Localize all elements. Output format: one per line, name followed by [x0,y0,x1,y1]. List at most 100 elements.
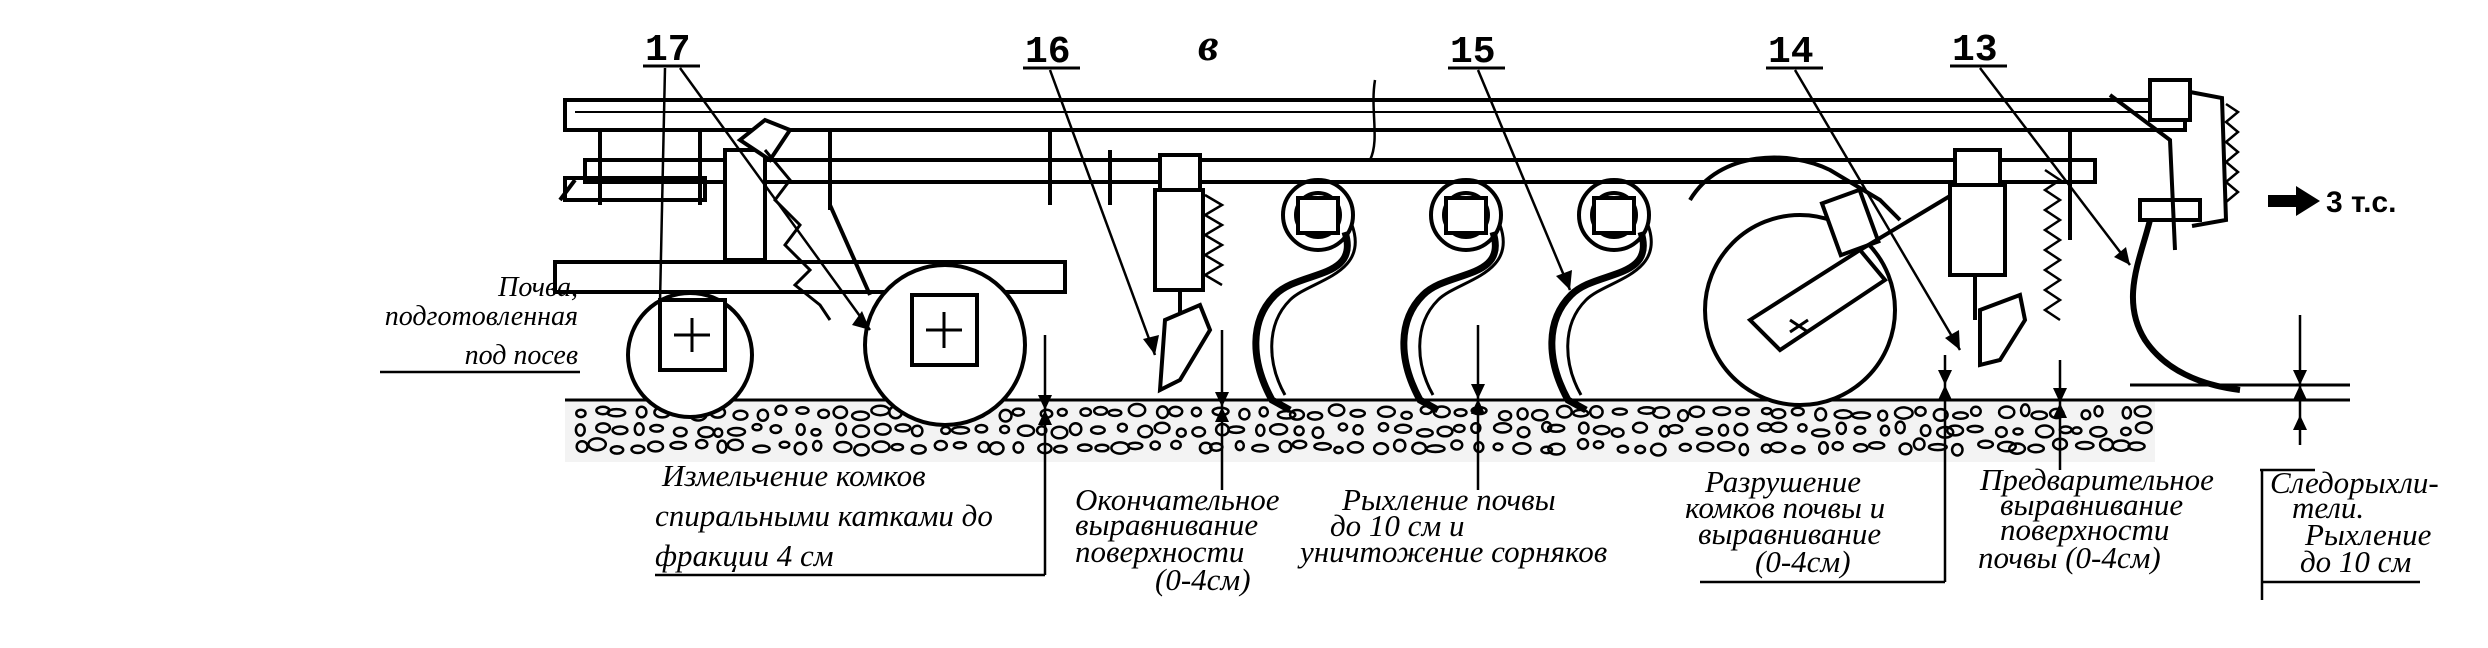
soil-pebble [988,441,1005,456]
label-breaking-line-4: (0-4см) [1755,544,1851,579]
soil-pebble [1760,406,1773,416]
soil-pebble [1733,422,1749,437]
soil-pebble [998,408,1013,423]
soil-pebble [1035,424,1048,436]
soil-pebble [1291,439,1308,450]
soil-pebble [1052,444,1068,454]
soil-pebble [1817,441,1830,455]
label-track-loosener: Следорыхли- тели. Рыхление до 10 см [2260,315,2439,600]
soil-pebble [832,405,849,420]
soil-pebble [1996,440,2017,453]
soil-pebble [1016,424,1036,438]
soil-pebble [1735,406,1750,417]
soil-pebble [672,426,688,438]
soil-pebble [998,424,1011,435]
soil-pebble [1254,423,1266,437]
soil-pebble [1352,424,1364,436]
soil-pebble [795,422,806,437]
soil-pebble [726,438,745,452]
soil-pebble [1695,426,1714,437]
soil-pebble [1932,407,1949,422]
soil-pebble [1738,442,1750,457]
soil-pebble [646,440,665,453]
label-crushing-line-3: фракции 4 см [655,538,834,573]
soil-pebble [795,405,810,416]
label-final-line-1: Окончательное [1075,482,1280,517]
soil-pebble [810,427,822,437]
soil-pebble [1311,426,1325,440]
soil-pebble [1258,406,1270,418]
soil-pebble [853,443,870,457]
soil-pebble [1251,443,1270,453]
label-final-line-2: выравнивание [1075,507,1258,542]
soil-pebble [1127,402,1147,418]
soil-pebble [873,422,892,436]
soil-pebble [1797,423,1808,433]
soil-pebble [1616,444,1630,454]
soil-pebble [1852,443,1869,453]
soil-pebble [1376,405,1397,419]
soil-pebble [1432,405,1451,419]
leveling-plank-front [1948,130,2241,393]
soil-pebble [1227,425,1246,435]
soil-pebble [1327,403,1346,417]
soil-pebble [833,440,853,454]
soil-pebble [1079,407,1093,418]
soil-pebble [1592,424,1611,436]
soil-pebble [851,424,871,439]
soil-pebble [1610,427,1625,439]
soil-pebble [1497,409,1513,422]
soil-pebble [1712,405,1732,417]
soil-pebble [817,408,831,420]
direction-label: 3 т.с. [2326,186,2396,219]
soil-pebble [751,422,763,432]
soil-pebble [694,438,709,450]
soil-pebble [1977,439,1995,450]
soil-pebble [575,408,587,419]
soil-pebble [1966,424,1984,434]
label-soil-line-2: подготовленная [385,301,578,332]
soil-pebble [1649,442,1667,457]
label-breaking-line-1: Разрушение [1704,464,1861,499]
label-track-line-1: Следорыхли- [2270,465,2439,500]
breaker-roller [1688,155,1962,407]
soil-pebble [2034,424,2055,439]
soil-pebble [2134,421,2153,435]
soil-pebble [1076,443,1093,453]
soil-pebble [1831,440,1844,452]
soil-pebble [1790,445,1806,455]
soil-pebble [774,404,788,417]
soil-pebble [1540,445,1554,455]
soil-pebble [811,439,823,452]
label-final-leveling: Окончательное выравнивание поверхности (… [1075,330,1280,597]
soil-layer [565,383,2350,462]
label-pre-line-1: Предварительное [1979,462,2214,497]
soil-pebble [1651,405,1671,420]
soil-pebble [1372,442,1390,456]
soil-pebble [1306,410,1324,421]
soil-pebble [1191,426,1207,438]
label-breaking: Разрушение комков почвы и выравнивание (… [1685,355,1952,584]
soil-pebble [1667,423,1684,435]
soil-pebble [1116,422,1129,433]
soil-pebble [630,444,646,455]
soil-pebble [1234,440,1246,452]
soil-pebble [793,441,808,456]
soil-pebble [716,439,728,454]
soil-pebble [890,442,905,452]
label-soil-line-1: Почва, [497,272,578,303]
label-pre-line-2: выравнивание [2000,487,2183,522]
soil-pebble [1337,422,1349,432]
soil-pebble [2012,427,2024,436]
label-soil: Почва, подготовленная под посев [380,272,580,374]
soil-pebble [1877,409,1889,422]
soil-pebble [2074,440,2095,451]
soil-pebble [1814,407,1828,422]
label-final-line-3: поверхности [1075,534,1244,569]
soil-pebble [1678,442,1693,453]
soil-pebble [1089,425,1106,435]
soil-pebble [1576,437,1590,451]
soil-pebble [1293,425,1305,437]
soil-pebble [1790,406,1805,417]
soil-pebble [1810,428,1831,438]
